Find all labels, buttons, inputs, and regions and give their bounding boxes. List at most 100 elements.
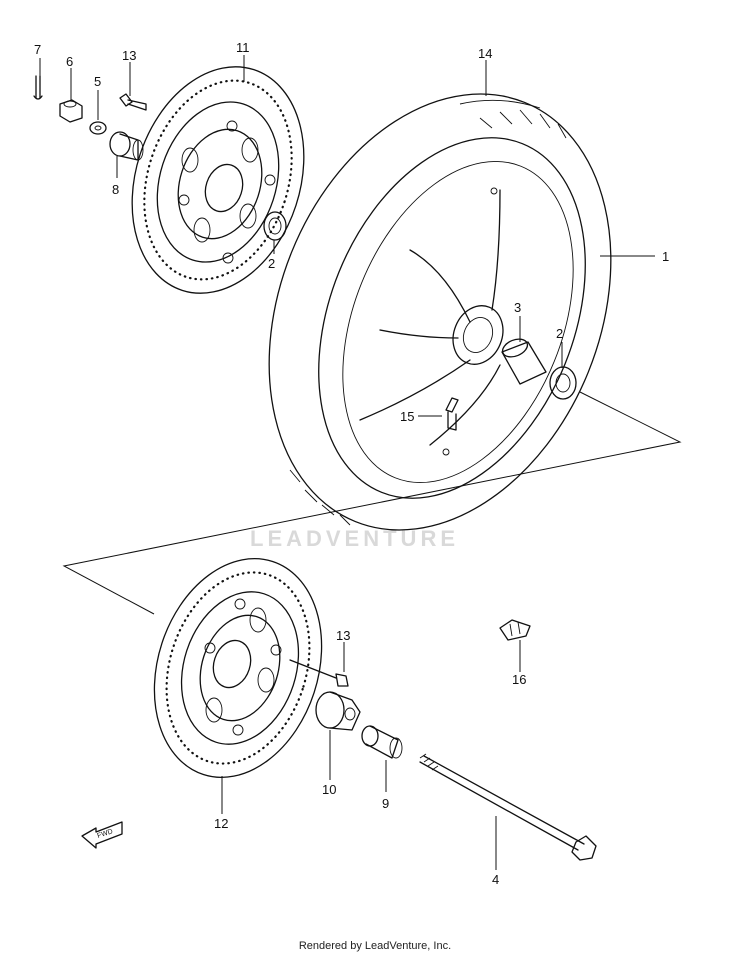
clip-slots bbox=[509, 621, 521, 637]
wheel-hub bbox=[452, 305, 504, 365]
valve-cap bbox=[445, 397, 459, 413]
rim-hole-top bbox=[490, 187, 498, 195]
disc-slot-3 bbox=[241, 137, 259, 163]
rim-inner bbox=[342, 160, 574, 484]
clip-16 bbox=[499, 619, 531, 641]
bearing-2-right bbox=[549, 366, 577, 400]
disc-carrier bbox=[177, 128, 263, 240]
disc2-inner-ring bbox=[180, 591, 300, 745]
spacer-10 bbox=[315, 691, 361, 731]
tire-outer bbox=[268, 93, 612, 531]
disc-center bbox=[204, 163, 244, 213]
nut-top bbox=[63, 100, 77, 108]
axle-shaft bbox=[419, 755, 585, 851]
disc-slot-4 bbox=[239, 203, 257, 229]
explode-plane-lines bbox=[62, 391, 682, 615]
collar-9 bbox=[361, 725, 403, 759]
disc2-bolt-1 bbox=[204, 642, 216, 654]
collar9-face bbox=[389, 737, 403, 759]
tread-marks bbox=[479, 109, 567, 139]
disc2-slot-2 bbox=[257, 667, 275, 693]
callout-10: 10 bbox=[322, 782, 336, 797]
watermark: LEADVENTURE bbox=[250, 526, 459, 551]
axle-thread bbox=[419, 753, 439, 771]
rim-hole-bottom bbox=[442, 448, 450, 456]
axle-head bbox=[571, 835, 597, 861]
bearing-outer-left bbox=[263, 211, 287, 241]
collar-body bbox=[119, 133, 139, 161]
callout-1: 1 bbox=[662, 249, 669, 264]
disc2-outer bbox=[153, 558, 323, 778]
valve-15 bbox=[445, 397, 459, 431]
disc-slot-2 bbox=[193, 217, 211, 243]
bolt2-shank bbox=[289, 659, 337, 679]
spacer-body bbox=[501, 341, 547, 385]
bearing-inner-left bbox=[268, 217, 282, 235]
bearing-2-left bbox=[263, 211, 287, 241]
disc-bolt-1 bbox=[178, 194, 190, 206]
disc2-slot-3 bbox=[249, 607, 267, 633]
callout-11: 11 bbox=[236, 40, 250, 55]
washer-5 bbox=[89, 121, 107, 135]
callout-12: 12 bbox=[214, 816, 228, 831]
hub-bore bbox=[462, 317, 494, 353]
callout-2-left: 2 bbox=[268, 256, 275, 271]
disc2-center bbox=[212, 639, 252, 689]
spacer10-body bbox=[315, 691, 345, 729]
spacer-end bbox=[501, 338, 529, 358]
spacer10-hole bbox=[344, 707, 356, 721]
valve-stem bbox=[447, 411, 457, 431]
fwd-label: FWD bbox=[96, 828, 113, 840]
disc-outer bbox=[131, 66, 305, 294]
callout-16: 16 bbox=[512, 672, 526, 687]
disc2-bolt-3 bbox=[270, 644, 282, 656]
spoke-4 bbox=[491, 189, 501, 311]
callout-5: 5 bbox=[94, 74, 101, 89]
callout-15: 15 bbox=[400, 409, 414, 424]
callout-4: 4 bbox=[492, 872, 499, 887]
washer-hole bbox=[94, 125, 102, 131]
collar-8 bbox=[109, 131, 144, 161]
callout-7: 7 bbox=[34, 42, 41, 57]
bearing-inner bbox=[555, 373, 571, 393]
pin-shaft bbox=[35, 75, 41, 99]
disc2-bolt-2 bbox=[234, 598, 246, 610]
bolt-13-bottom bbox=[289, 659, 349, 687]
bolt-13-top bbox=[119, 93, 147, 111]
callout-13-bottom: 13 bbox=[336, 628, 350, 643]
spoke-1 bbox=[409, 249, 471, 323]
fwd-arrow-shape bbox=[81, 821, 123, 849]
collar-flange bbox=[109, 131, 131, 157]
disc-inner-ring bbox=[156, 101, 280, 263]
bolt-head bbox=[119, 93, 133, 107]
bolt-shank bbox=[127, 99, 147, 111]
brake-disc-bottom bbox=[153, 558, 323, 778]
callout-13-top: 13 bbox=[122, 48, 136, 63]
washer-outer bbox=[89, 121, 107, 135]
spoke-3 bbox=[359, 359, 471, 421]
callout-8: 8 bbox=[112, 182, 119, 197]
brake-disc-top bbox=[131, 66, 305, 294]
clip-body bbox=[499, 619, 531, 641]
disc2-carrier bbox=[199, 614, 281, 722]
spacer-3 bbox=[501, 338, 547, 385]
spoke-5 bbox=[429, 364, 501, 446]
callout-14: 14 bbox=[478, 46, 492, 61]
wheel-tire-assembly bbox=[268, 93, 612, 531]
tread-marks-bottom bbox=[289, 469, 351, 526]
tread-top bbox=[459, 99, 541, 109]
bolt2-head bbox=[335, 673, 349, 687]
callout-2-right: 2 bbox=[556, 326, 563, 341]
fwd-arrow-icon: FWD bbox=[81, 821, 123, 849]
disc-bolt-4 bbox=[222, 252, 234, 264]
disc-bolt-2 bbox=[226, 120, 238, 132]
disc2-drill-holes bbox=[165, 571, 311, 765]
cotter-pin-7 bbox=[33, 75, 43, 100]
bearing-outer bbox=[549, 366, 577, 400]
callout-6: 6 bbox=[66, 54, 73, 69]
disc2-slot-1 bbox=[205, 697, 223, 723]
axle-4 bbox=[419, 753, 597, 861]
rim-outer bbox=[318, 137, 586, 499]
nut-6 bbox=[59, 99, 83, 123]
